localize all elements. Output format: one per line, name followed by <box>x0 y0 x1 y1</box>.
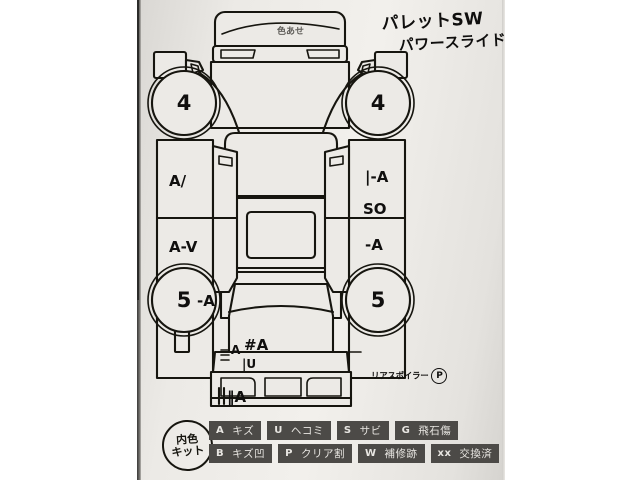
model-handwritten-note: パレットSW パワースライド <box>381 3 505 56</box>
legend-item: P クリア割 <box>278 444 352 463</box>
front-right-wheel-score: 4 <box>370 91 386 115</box>
hood-condition-note: 色あせ <box>277 27 305 37</box>
rear-left-tire <box>147 263 221 337</box>
legend-panel: 内色 キット A キズ U ヘコミ S サビ G 飛石傷 <box>137 415 505 475</box>
marking-right-rear-door: -A <box>365 236 383 254</box>
legend-item: G 飛石傷 <box>394 421 459 440</box>
spoiler-p-mark: P <box>431 368 448 384</box>
marking-rear-bumper: ‖A <box>227 388 247 406</box>
legend-desc: サビ <box>359 425 382 437</box>
marking-left-rear-tally: A <box>231 343 241 357</box>
tally-marks-bumper <box>217 386 226 406</box>
legend-row-2: B キズ凹 P クリア割 W 補修跡 xx 交換済 <box>209 444 500 463</box>
marking-right-front-door-secondary: SO <box>363 200 387 218</box>
legend-desc: キズ凹 <box>232 448 266 460</box>
marking-right-front-door: |-A <box>365 168 389 186</box>
marking-rear-gate-secondary: |U <box>242 357 257 371</box>
paper-right-edge <box>502 0 505 480</box>
hood-group <box>211 10 349 64</box>
legend-item: A キズ <box>209 421 262 440</box>
legend-item: B キズ凹 <box>209 444 273 463</box>
legend-item: xx 交換済 <box>430 444 500 463</box>
legend-code: A <box>216 425 225 436</box>
legend-desc: 交換済 <box>459 448 493 460</box>
legend-desc: キズ <box>232 425 255 437</box>
legend-code: U <box>274 425 283 436</box>
legend-code: xx <box>437 448 452 459</box>
rear-right-tire <box>341 263 415 337</box>
paper-left-shadow <box>137 0 139 300</box>
inspection-sheet: パレットSW パワースライド 色あせ 4 4 5 5 A/ A-V -A A |… <box>137 0 505 480</box>
legend-desc: 飛石傷 <box>418 425 452 437</box>
marking-left-rear-door: A-V <box>169 238 198 256</box>
legend-code: W <box>364 448 377 459</box>
legend-desc: 補修跡 <box>384 448 418 460</box>
legend-desc: クリア割 <box>300 448 345 460</box>
marking-left-front-door: A/ <box>169 172 187 190</box>
paper-left-edge <box>137 0 141 480</box>
legend-desc: ヘコミ <box>290 425 324 437</box>
rear-spoiler-label: リアスポイラー <box>371 371 429 382</box>
legend-code: B <box>216 448 225 459</box>
rear-right-wheel-score: 5 <box>370 288 386 312</box>
rear-left-wheel-score: 5 <box>176 288 192 312</box>
legend-row-1: A キズ U ヘコミ S サビ G 飛石傷 <box>209 421 459 440</box>
marking-rear-gate-primary: #A <box>244 336 269 354</box>
rear-bumper <box>209 370 353 408</box>
legend-code: S <box>343 425 352 436</box>
legend-item: U ヘコミ <box>267 421 331 440</box>
stamp-line2: キット <box>170 443 205 459</box>
tally-marks-left-rear <box>220 349 230 361</box>
legend-code: G <box>401 425 411 436</box>
marking-left-rear-quarter: -A <box>197 292 215 310</box>
legend-code: P <box>285 448 293 459</box>
vehicle-diagram <box>147 10 415 408</box>
inspector-stamp: 内色 キット <box>160 418 215 473</box>
front-left-wheel-score: 4 <box>176 91 192 115</box>
legend-item: S サビ <box>336 421 389 440</box>
legend-item: W 補修跡 <box>357 444 425 463</box>
